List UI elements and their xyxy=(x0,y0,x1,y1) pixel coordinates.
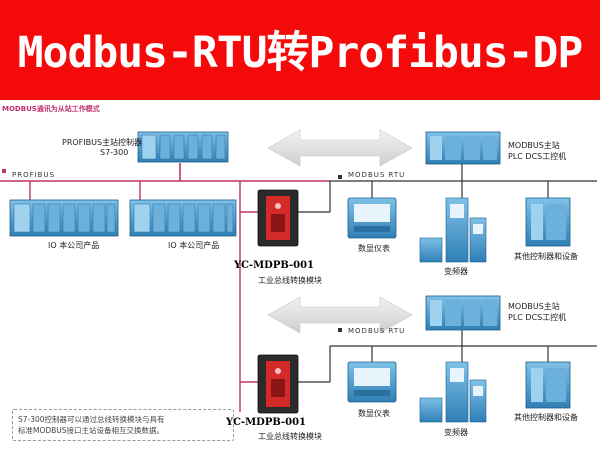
diagram-subtitle: MODBUS通讯为从站工作模式 xyxy=(2,105,100,113)
device-label-meter-2: 数显仪表 xyxy=(358,409,390,418)
modbus-master-2-title: MODBUS主站 xyxy=(508,302,560,311)
other-controller-2-image xyxy=(525,361,571,409)
modbus-master-1-image xyxy=(425,131,501,165)
device-label-meter-1: 数显仪表 xyxy=(358,244,390,253)
digital-meter-1-image xyxy=(347,197,397,239)
modbus-master-2-image xyxy=(425,295,501,331)
note-box: S7-300控制器可以通过总线转换模块与具有 标准MODBUS接口主站设备相互交… xyxy=(12,409,234,441)
converter-2-model: YC-MDPB-001 xyxy=(226,417,306,428)
profibus-bus-label: PROFIBUS xyxy=(12,171,56,179)
io-module-rack-2 xyxy=(129,199,237,237)
modbus-master-2-subtitle: PLC DCS工控机 xyxy=(508,313,567,322)
converter-1-description: 工业总线转换模块 xyxy=(258,276,322,285)
device-label-other-1: 其他控制器和设备 xyxy=(514,252,578,261)
converter-1-model: YC-MDPB-001 xyxy=(234,260,314,271)
io-product-label-2: IO 本公司产品 xyxy=(168,241,220,250)
modbus-bus-label-1: MODBUS RTU xyxy=(348,171,406,179)
note-line-2: 标准MODBUS接口主站设备相互交换数据。 xyxy=(18,426,165,435)
io-product-label-1: IO 本公司产品 xyxy=(48,241,100,250)
device-label-other-2: 其他控制器和设备 xyxy=(514,413,578,422)
converter-module-1-image xyxy=(257,189,299,247)
modbus-master-1-title: MODBUS主站 xyxy=(508,141,560,150)
digital-meter-2-image xyxy=(347,361,397,403)
device-label-inverter-1: 变频器 xyxy=(444,267,468,276)
frequency-converter-group-1-image xyxy=(419,197,487,263)
device-label-inverter-2: 变频器 xyxy=(444,428,468,437)
other-controller-1-image xyxy=(525,197,571,247)
exchange-arrow-top xyxy=(267,129,413,167)
io-module-rack-1 xyxy=(9,199,119,237)
diagram-graphics xyxy=(0,129,597,423)
exchange-arrow-bottom xyxy=(267,296,413,334)
frequency-converter-group-2-image xyxy=(419,361,487,423)
converter-2-description: 工业总线转换模块 xyxy=(258,432,322,441)
master-controller-model: S7-300 xyxy=(100,148,129,157)
modbus-master-1-subtitle: PLC DCS工控机 xyxy=(508,152,567,161)
note-line-1: S7-300控制器可以通过总线转换模块与具有 xyxy=(18,415,165,424)
modbus-bus-label-2: MODBUS RTU xyxy=(348,327,406,335)
converter-module-2-image xyxy=(257,354,299,414)
master-controller-name: PROFIBUS主站控制器 xyxy=(62,138,143,147)
network-diagram: MODBUS通讯为从站工作模式 PROFIBUS主站控制器 S7-300 PRO… xyxy=(0,100,600,450)
s7-300-controller-image xyxy=(137,131,229,163)
title-banner: Modbus-RTU转Profibus-DP xyxy=(0,0,600,100)
banner-title: Modbus-RTU转Profibus-DP xyxy=(17,28,584,78)
